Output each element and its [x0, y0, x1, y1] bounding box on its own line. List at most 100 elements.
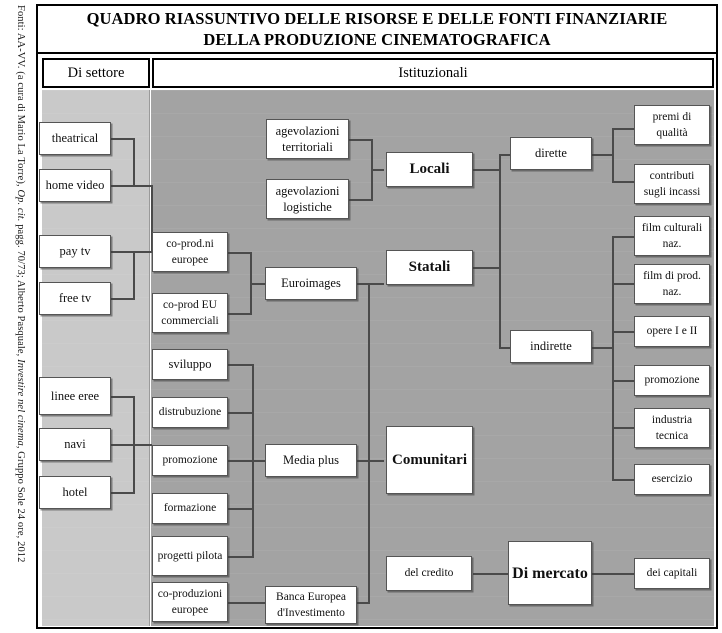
node-promozione-col2[interactable]: promozione [152, 445, 228, 476]
node-label: free tv [58, 291, 92, 305]
source-italic-1: Op. cit. [15, 189, 26, 222]
connector [357, 460, 384, 462]
node-label: dei capitali [646, 567, 698, 579]
connector [612, 128, 634, 130]
node-comunitari[interactable]: Comunitari [386, 426, 473, 494]
connector [499, 347, 511, 349]
node-label: Statali [408, 259, 451, 275]
connector [151, 185, 153, 251]
node-opere-i-e-ii[interactable]: opere I e II [634, 316, 710, 347]
source-middle: pagg. 70/73; Alberto Pasquale, [15, 221, 26, 360]
node-film-culturali-naz[interactable]: film culturali naz. [634, 216, 710, 256]
node-label: theatrical [51, 131, 99, 145]
connector [368, 455, 370, 604]
node-del-credito[interactable]: del credito [386, 556, 472, 591]
connector [133, 251, 135, 300]
node-theatrical[interactable]: theatrical [39, 122, 111, 155]
node-film-di-prod-naz[interactable]: film di prod. naz. [634, 264, 710, 304]
connector [473, 573, 509, 575]
node-home-video[interactable]: home video [39, 169, 111, 202]
node-dirette[interactable]: dirette [510, 137, 592, 170]
node-euroimages[interactable]: Euroimages [265, 267, 357, 300]
node-formazione[interactable]: formazione [152, 493, 228, 524]
connector [612, 331, 634, 333]
node-free-tv[interactable]: free tv [39, 282, 111, 315]
node-esercizio[interactable]: esercizio [634, 464, 710, 495]
connector [592, 573, 634, 575]
node-label: distrubuzione [158, 406, 222, 418]
connector [499, 154, 511, 156]
node-label: progetti pilota [157, 550, 223, 562]
node-label: pay tv [59, 244, 91, 258]
node-locali[interactable]: Locali [386, 152, 473, 187]
node-label: formazione [163, 502, 217, 514]
node-progetti-pilota[interactable]: progetti pilota [152, 536, 228, 576]
connector [592, 347, 614, 349]
connector [592, 154, 614, 156]
connector [473, 169, 501, 171]
node-co-produzioni-europee[interactable]: co-produzioni europee [152, 582, 228, 622]
source-credit: Fonti: AA-VV. (a cura di Mario La Torre)… [11, 5, 29, 629]
node-media-plus[interactable]: Media plus [265, 444, 357, 477]
node-promozione-col6[interactable]: promozione [634, 365, 710, 396]
node-co-prod-eu-commerciali[interactable]: co-prod EU commerciali [152, 293, 228, 333]
node-label: Di mercato [512, 564, 588, 582]
node-agevolazioni-territoriali[interactable]: agevolazioni territoriali [266, 119, 349, 159]
node-pay-tv[interactable]: pay tv [39, 235, 111, 268]
node-label: Euroimages [281, 276, 341, 290]
connector [612, 283, 634, 285]
connector [612, 236, 614, 480]
node-label: Locali [409, 161, 450, 177]
connector [133, 138, 135, 187]
connector [228, 508, 254, 510]
node-sviluppo[interactable]: sviluppo [152, 349, 228, 380]
connector [133, 185, 152, 187]
connector [473, 267, 501, 269]
connector [228, 602, 266, 604]
node-industria-tecnica[interactable]: industria tecnica [634, 408, 710, 448]
node-label: sviluppo [168, 357, 212, 371]
node-label: industria tecnica [651, 414, 693, 442]
connector [110, 251, 135, 253]
node-contributi-sugli-incassi[interactable]: contributi sugli incassi [634, 164, 710, 204]
connector [110, 492, 135, 494]
source-italic-2: Investire nel cinema [15, 359, 26, 446]
node-label: promozione [644, 374, 700, 386]
column-header-istituzionali: Istituzionali [152, 58, 714, 88]
node-premi-di-qualita[interactable]: premi di qualità [634, 105, 710, 145]
page-title-line-2: DELLA PRODUZIONE CINEMATOGRAFICA [203, 30, 551, 49]
node-label: dirette [535, 146, 567, 160]
connector [110, 185, 135, 187]
connector [612, 181, 634, 183]
node-indirette[interactable]: indirette [510, 330, 592, 363]
node-agevolazioni-logistiche[interactable]: agevolazioni logistiche [266, 179, 349, 219]
node-dei-capitali[interactable]: dei capitali [634, 558, 710, 589]
node-label: agevolazioni logistiche [275, 184, 340, 214]
node-co-prod-ni-europee[interactable]: co-prod.ni europee [152, 232, 228, 272]
page-title-line-1: QUADRO RIASSUNTIVO DELLE RISORSE E DELLE… [86, 9, 668, 28]
connector [110, 138, 135, 140]
node-statali[interactable]: Statali [386, 250, 473, 285]
node-label: co-prod EU commerciali [161, 299, 219, 327]
connector [349, 139, 373, 141]
node-label: Media plus [283, 453, 339, 467]
node-hotel[interactable]: hotel [39, 476, 111, 509]
connector [368, 283, 370, 461]
connector [250, 283, 272, 285]
node-label: indirette [530, 339, 572, 353]
node-label: agevolazioni territoriali [275, 124, 340, 154]
node-linee-eree[interactable]: linee eree [39, 377, 111, 415]
node-label: esercizio [651, 473, 693, 485]
node-di-mercato[interactable]: Di mercato [508, 541, 592, 605]
source-suffix: , Gruppo Sole 24 ore, 2012 [15, 445, 26, 563]
node-label: premi di qualità [652, 111, 692, 139]
node-navi[interactable]: navi [39, 428, 111, 461]
connector [612, 380, 634, 382]
node-distrubuzione[interactable]: distrubuzione [152, 397, 228, 428]
connector [357, 283, 384, 285]
node-label: contributi sugli incassi [643, 170, 701, 198]
connector [612, 128, 614, 181]
connector [133, 396, 135, 494]
node-banca-europea-investimento[interactable]: Banca Europea d'Investimento [265, 586, 357, 624]
